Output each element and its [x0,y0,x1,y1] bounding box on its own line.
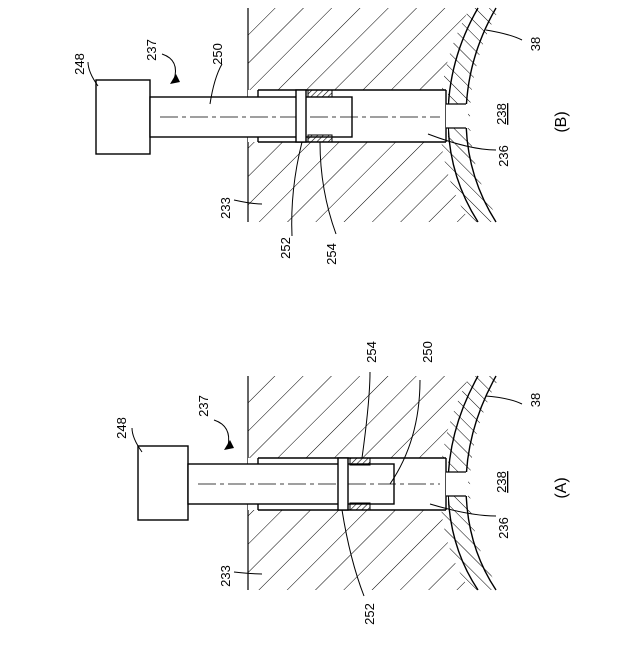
seal-ring-252-a [338,458,348,510]
figure-a-title: (A) [553,477,570,498]
seal-254-top [308,90,332,97]
label-252: 252 [278,237,293,259]
label-38: 38 [528,37,543,51]
figure-a: 248 237 254 250 233 252 236 238 38 (A) [114,341,570,625]
label-248: 248 [72,53,87,75]
label-237: 237 [144,39,159,61]
seal-ring-252 [296,90,306,142]
figure-b-title: (B) [553,111,570,132]
actuator-248 [96,80,150,154]
label-252-a: 252 [362,603,377,625]
label-254-a: 254 [364,341,379,363]
label-233: 233 [218,197,233,219]
seal-254-bottom-a [350,503,370,510]
label-248-a: 248 [114,417,129,439]
label-250-a: 250 [420,341,435,363]
label-254: 254 [324,243,339,265]
label-237-a: 237 [196,395,211,417]
actuator-248-a [138,446,188,520]
figure-b: 248 237 250 233 252 254 236 238 38 (B) [72,8,570,265]
seal-254-top-a [350,458,370,465]
label-236-a: 236 [496,517,511,539]
label-238: 238 [494,103,509,125]
label-250: 250 [210,43,225,65]
label-233-a: 233 [218,565,233,587]
label-238-a: 238 [494,471,509,493]
seal-254-bottom [308,135,332,142]
label-236: 236 [496,145,511,167]
label-38-a: 38 [528,393,543,407]
